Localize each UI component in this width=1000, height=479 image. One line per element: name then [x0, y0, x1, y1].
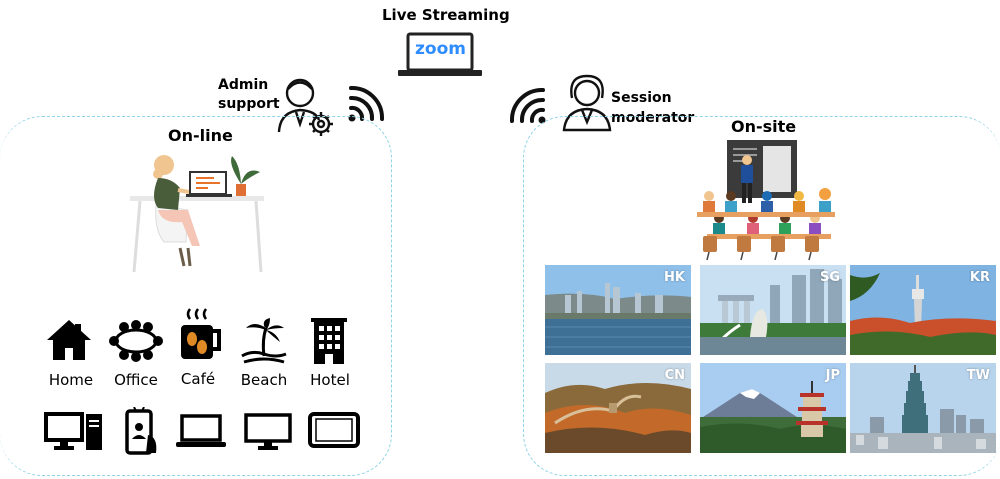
location-label-beach: Beach [240, 371, 288, 389]
admin-support-label: Admin support [218, 76, 280, 114]
monitor-icon [244, 413, 292, 456]
wifi-signal-left-icon [508, 80, 548, 131]
city-photo-sg: SG [700, 265, 846, 355]
online-title: On-line [168, 126, 233, 145]
moderator-person-icon [560, 72, 614, 139]
location-label-hotel: Hotel [310, 371, 350, 389]
city-photo-hk: HK [545, 265, 691, 355]
moderator-line-1: Session [611, 90, 672, 106]
city-code-kr: KR [969, 270, 990, 285]
city-code-hk: HK [664, 270, 685, 285]
city-code-sg: SG [819, 270, 840, 285]
session-moderator-label: Session moderator [611, 88, 694, 128]
city-photo-cn: CN [545, 363, 691, 453]
desktop-computer-icon [44, 412, 104, 457]
zoom-logo: zoom [415, 39, 466, 59]
admin-person-gear-icon [276, 74, 338, 145]
coffee-cup-icon [178, 307, 224, 368]
online-panel [0, 116, 392, 476]
admin-line-2: support [218, 96, 280, 112]
moderator-line-2: moderator [611, 110, 695, 126]
city-code-cn: CN [664, 368, 685, 383]
city-photo-kr: KR [850, 265, 996, 355]
beach-icon [240, 316, 288, 369]
location-label-home: Home [48, 371, 94, 389]
live-streaming-title: Live Streaming [382, 6, 510, 24]
laptop-icon: zoom [398, 32, 482, 78]
house-icon [45, 318, 93, 367]
location-label-cafe: Café [180, 370, 216, 388]
admin-line-1: Admin [218, 77, 269, 93]
laptop-device-icon [176, 414, 226, 453]
city-code-jp: JP [825, 368, 840, 383]
city-photo-tw: TW [850, 363, 996, 453]
location-label-office: Office [114, 371, 158, 389]
classroom-illustration [695, 138, 840, 267]
meeting-table-icon [108, 320, 164, 367]
onsite-title: On-site [731, 117, 797, 136]
onsite-panel [523, 116, 1000, 476]
tablet-icon [308, 412, 360, 453]
hotel-building-icon [311, 316, 347, 369]
city-code-tw: TW [966, 368, 990, 383]
remote-worker-illustration [128, 150, 268, 280]
city-photo-jp: JP [700, 363, 846, 453]
smartphone-icon [124, 406, 160, 460]
